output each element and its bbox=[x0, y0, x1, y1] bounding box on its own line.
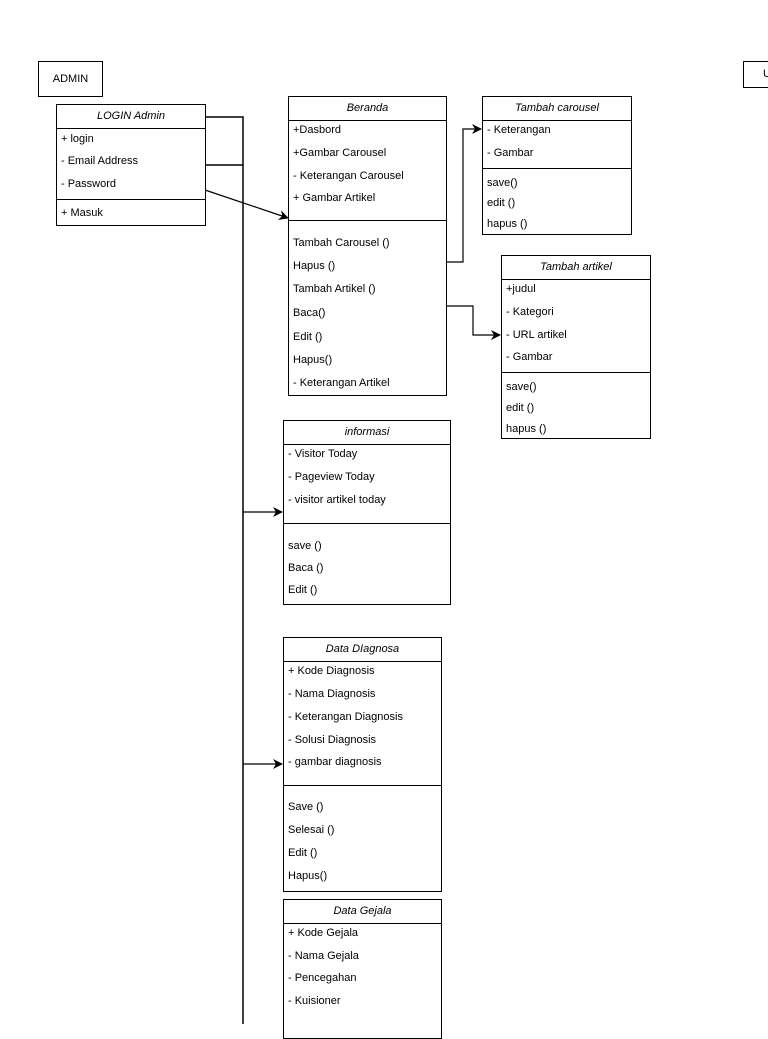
class-attribute: +Gambar Carousel bbox=[293, 147, 387, 159]
class-title: Beranda bbox=[289, 97, 446, 121]
class-attribute: +Dasbord bbox=[293, 124, 342, 136]
class-attribute: - Keterangan Diagnosis bbox=[288, 711, 403, 723]
class-attribute: - Kategori bbox=[506, 306, 554, 318]
class-attribute: - Nama Diagnosis bbox=[288, 688, 376, 700]
class-method: Tambah Artikel () bbox=[293, 283, 376, 295]
actor-user-partial: U bbox=[743, 61, 768, 88]
class-attribute: - Gambar bbox=[506, 351, 553, 363]
class-attribute: - Nama Gejala bbox=[288, 950, 359, 962]
class-attribute: - Gambar bbox=[487, 147, 534, 159]
arrow-beranda-to-carousel bbox=[446, 124, 482, 263]
class-divider bbox=[483, 168, 631, 169]
class-attribute: + Kode Diagnosis bbox=[288, 665, 375, 677]
class-method: Tambah Carousel () bbox=[293, 237, 390, 249]
class-informasi: informasi - Visitor Today - Pageview Today… bbox=[283, 420, 451, 605]
class-attribute: - Pencegahan bbox=[288, 972, 357, 984]
class-login-admin: LOGIN Admin + login - Email Address - Passw… bbox=[56, 104, 206, 226]
class-attribute: +judul bbox=[506, 283, 536, 295]
class-attribute: + login bbox=[61, 133, 94, 145]
class-title: Tambah carousel bbox=[483, 97, 631, 121]
class-method: save() bbox=[487, 177, 518, 189]
class-attribute: + Gambar Artikel bbox=[293, 192, 376, 204]
class-method: save () bbox=[288, 540, 322, 552]
class-method: save() bbox=[506, 381, 537, 393]
class-divider bbox=[289, 220, 446, 221]
class-method: Save () bbox=[288, 801, 324, 813]
class-attribute: - URL artikel bbox=[506, 329, 567, 341]
class-method: Hapus() bbox=[288, 870, 328, 882]
class-method: hapus () bbox=[487, 218, 528, 230]
class-method: edit () bbox=[487, 197, 516, 209]
class-title: Data Gejala bbox=[284, 900, 441, 924]
class-title: LOGIN Admin bbox=[57, 105, 205, 129]
connector-login-bus bbox=[205, 116, 244, 1024]
class-method: Hapus() bbox=[293, 354, 333, 366]
class-method: edit () bbox=[506, 402, 535, 414]
class-method: Edit () bbox=[293, 331, 323, 343]
class-attribute: - Pageview Today bbox=[288, 471, 375, 483]
class-attribute: - Keterangan Carousel bbox=[293, 170, 404, 182]
class-attribute: - Email Address bbox=[61, 155, 139, 167]
class-method: + Masuk bbox=[61, 207, 103, 219]
class-beranda: Beranda +Dasbord +Gambar Carousel - Keteran… bbox=[288, 96, 447, 396]
class-method: Edit () bbox=[288, 847, 318, 859]
class-attribute: + Kode Gejala bbox=[288, 927, 359, 939]
class-divider bbox=[284, 785, 441, 786]
class-attribute: - visitor artikel today bbox=[288, 494, 386, 506]
class-tambah-artikel: Tambah artikel +judul - Kategori - URL arti… bbox=[501, 255, 651, 439]
class-method: hapus () bbox=[506, 423, 547, 435]
class-title: Data DIagnosa bbox=[284, 638, 441, 662]
class-divider bbox=[284, 523, 450, 524]
class-method: Baca () bbox=[288, 562, 324, 574]
class-method: Selesai () bbox=[288, 824, 335, 836]
class-data-diagnosa: Data DIagnosa + Kode Diagnosis - Nama Diag… bbox=[283, 637, 442, 892]
class-data-gejala: Data Gejala + Kode Gejala - Nama Gejala - P… bbox=[283, 899, 442, 1039]
class-method: Baca() bbox=[293, 307, 326, 319]
class-attribute: - Kuisioner bbox=[288, 995, 341, 1007]
actor-admin: ADMIN bbox=[38, 61, 103, 97]
class-attribute: - Solusi Diagnosis bbox=[288, 734, 377, 746]
class-attribute: - Password bbox=[61, 178, 117, 190]
class-attribute: - gambar diagnosis bbox=[288, 756, 382, 768]
class-title: informasi bbox=[284, 421, 450, 445]
class-divider bbox=[57, 199, 205, 200]
class-title: Tambah artikel bbox=[502, 256, 650, 280]
arrow-login-to-beranda bbox=[204, 189, 289, 220]
class-attribute: - Visitor Today bbox=[288, 448, 358, 460]
class-attribute: - Keterangan bbox=[487, 124, 551, 136]
class-method: Hapus () bbox=[293, 260, 336, 272]
class-method: - Keterangan Artikel bbox=[293, 377, 390, 389]
arrow-beranda-to-artikel bbox=[446, 305, 501, 340]
class-tambah-carousel: Tambah carousel - Keterangan - Gambar save(… bbox=[482, 96, 632, 235]
class-method: Edit () bbox=[288, 584, 318, 596]
class-divider bbox=[502, 372, 650, 373]
